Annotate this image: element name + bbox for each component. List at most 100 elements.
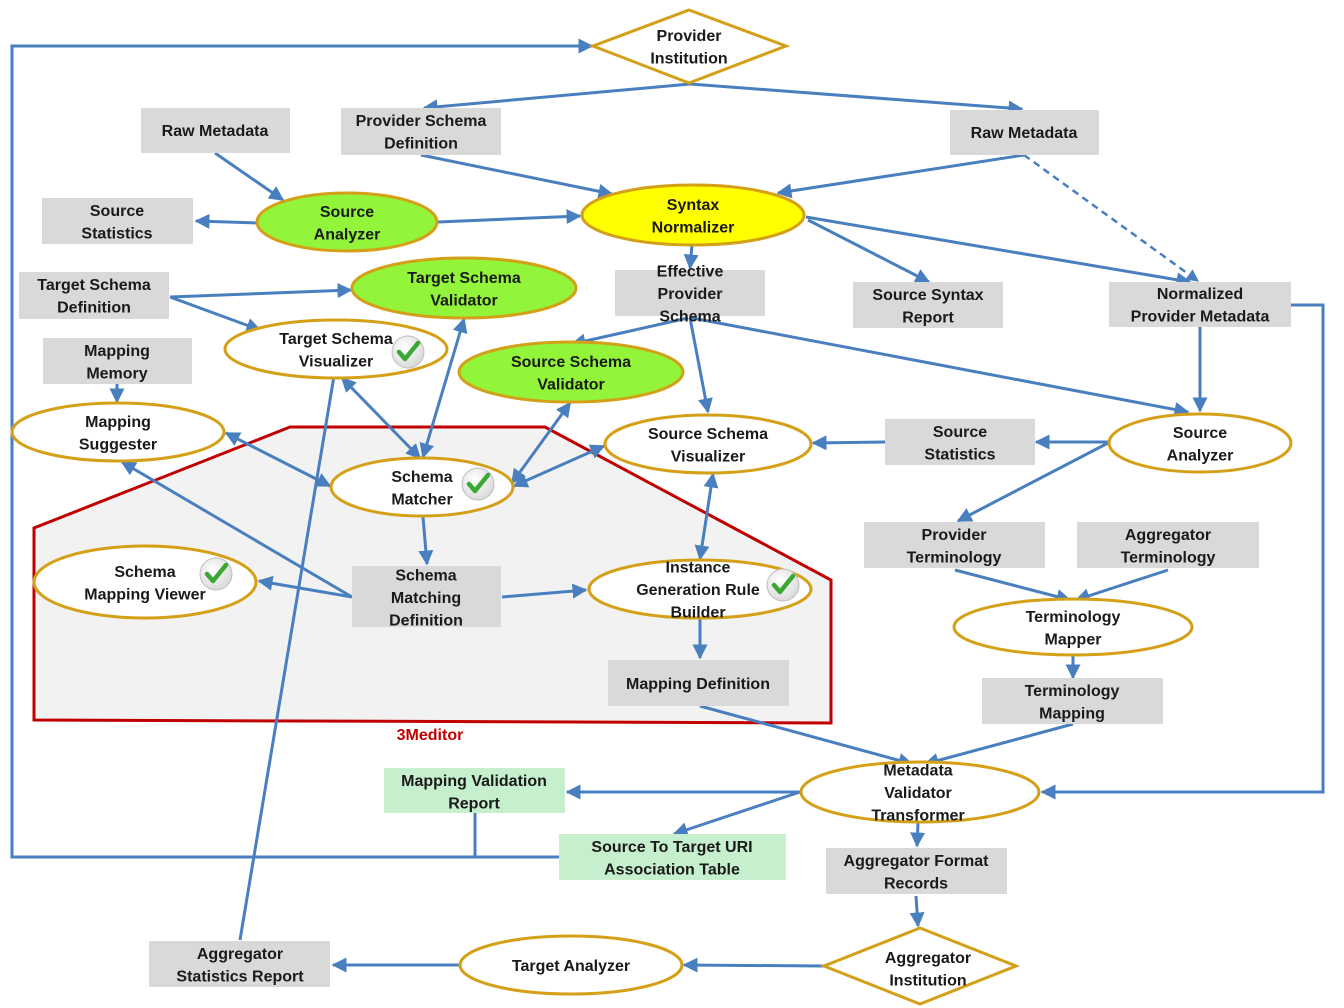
edge-mappingdef-to-mvt — [699, 704, 914, 768]
edge-rawmeta-to-analyzer — [214, 151, 285, 202]
edge-normalizer-to-effective — [683, 244, 699, 270]
edge-normalized-to-mvt — [1040, 303, 1325, 800]
edge-termmapping-to-mvt — [923, 722, 1074, 768]
edge-mvt-to-aggformat — [910, 822, 926, 848]
edge-validator-matcher — [419, 317, 468, 459]
edge-matcher-to-matchdef — [418, 516, 434, 566]
edge-provterm-to-mapper — [954, 568, 1072, 604]
node-label: Raw Metadata — [971, 125, 1078, 142]
node-mapping-definition: Mapping Definition — [608, 660, 789, 706]
node-raw-metadata-left: Raw Metadata — [141, 108, 290, 153]
3meditor-label: 3Meditor — [397, 727, 464, 744]
edge-analyzer-to-provterm — [956, 441, 1109, 523]
edge-rawmeta-to-normalizer — [776, 153, 1025, 199]
edge-analyzer-to-normalizer — [437, 209, 582, 225]
edge-targetdef-to-validator — [169, 283, 353, 299]
edge-aggformat-to-aggregator — [909, 895, 925, 928]
edge-visualizer-matcher — [340, 376, 422, 460]
check-icon — [199, 557, 233, 591]
check-icon — [766, 568, 800, 602]
edge-suggester-matcher — [224, 431, 332, 488]
edge-analyzer-to-stats — [194, 213, 259, 229]
edge-srcvisualizer-builder — [694, 472, 719, 561]
edge-provider-to-rawmeta — [689, 82, 1024, 116]
edge-mvt-to-uritable — [672, 790, 801, 837]
edge-schemadef-to-normalizer — [420, 153, 614, 199]
edge-aggregator-to-targetanalyzer — [682, 957, 825, 973]
node-target-analyzer: Target Analyzer — [458, 934, 684, 996]
check-icon — [461, 467, 495, 501]
edge-matchdef-to-builder — [501, 583, 588, 599]
edges — [10, 38, 1325, 973]
edge-normalizer-to-syntaxreport — [807, 218, 931, 284]
edge-rawmeta-to-normalized — [1023, 153, 1200, 283]
check-icon — [391, 335, 425, 369]
edge-srcvisualizer-matcher — [512, 444, 606, 488]
edge-normalizer-to-normalized — [805, 215, 1192, 288]
edge-srcstats-to-srcvisualizer — [811, 435, 886, 451]
edge-matchdef-to-viewer — [257, 575, 353, 599]
edge-effective-to-srcvalidator — [570, 316, 689, 349]
edge-statsreport-to-visualizer — [238, 356, 343, 941]
node-label: Target Analyzer — [512, 958, 630, 975]
edge-effective-to-srcvisualizer — [688, 317, 713, 414]
edge-effective-to-analyzer — [691, 316, 1190, 417]
node-raw-metadata-right: Raw Metadata — [950, 110, 1099, 155]
edge-targetdef-to-visualizer — [169, 295, 262, 333]
